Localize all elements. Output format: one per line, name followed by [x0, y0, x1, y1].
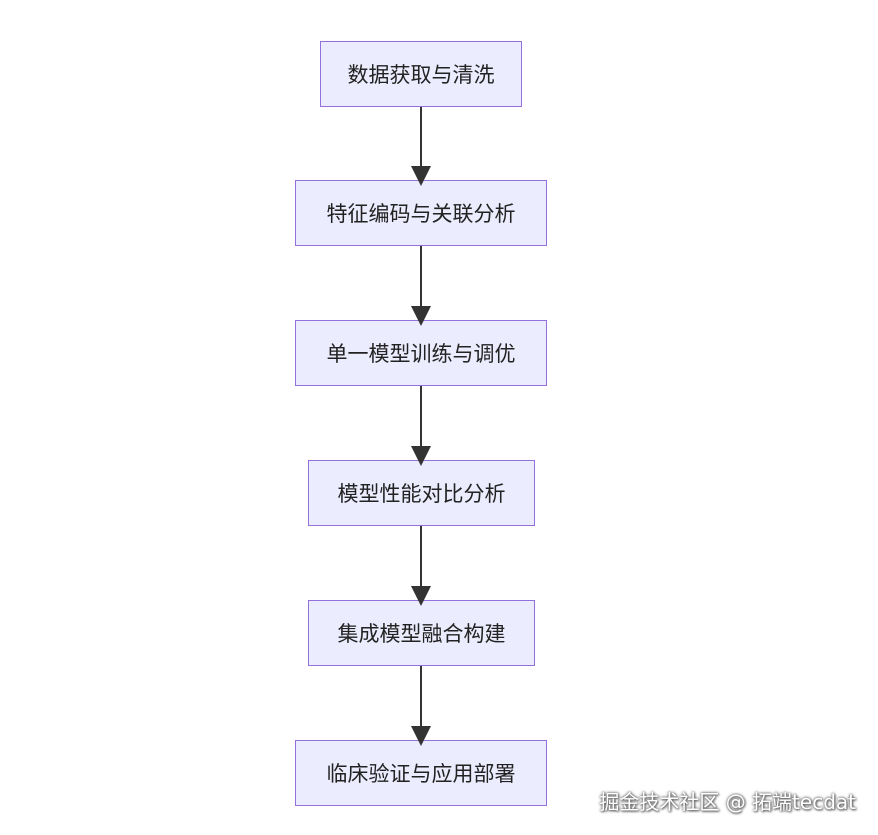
- step-model-performance-comparison: 模型性能对比分析: [308, 460, 535, 526]
- step-label: 特征编码与关联分析: [326, 202, 516, 226]
- watermark: 掘金技术社区 @ 拓端tecdat: [599, 790, 856, 814]
- step-label: 数据获取与清洗: [347, 63, 495, 87]
- step-label: 模型性能对比分析: [337, 482, 506, 506]
- step-ensemble-model-building: 集成模型融合构建: [308, 600, 535, 666]
- step-label: 单一模型训练与调优: [326, 342, 516, 366]
- step-label: 集成模型融合构建: [337, 622, 506, 646]
- step-data-acquisition-cleaning: 数据获取与清洗: [320, 41, 522, 107]
- step-single-model-training-tuning: 单一模型训练与调优: [295, 320, 547, 386]
- step-label: 临床验证与应用部署: [326, 762, 516, 786]
- step-feature-encoding-correlation: 特征编码与关联分析: [295, 180, 547, 246]
- step-clinical-validation-deployment: 临床验证与应用部署: [295, 740, 547, 806]
